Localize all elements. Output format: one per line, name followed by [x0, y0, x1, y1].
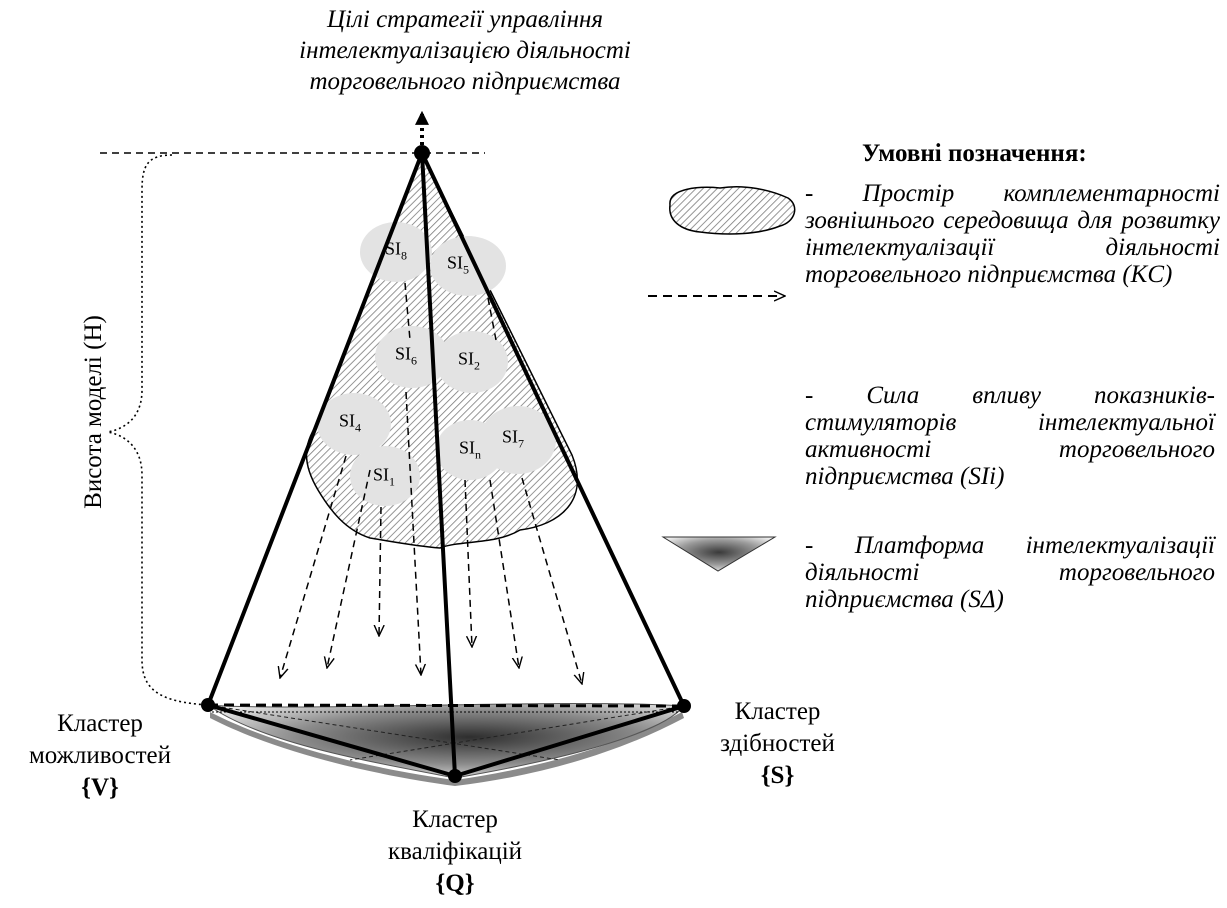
goal-line-1: Цілі стратегії управління — [326, 6, 603, 33]
vertex-s — [677, 699, 691, 713]
si-base: SI — [384, 238, 402, 259]
vertex-v — [201, 698, 215, 712]
si-ellipses — [317, 222, 556, 506]
si-base: SI — [338, 410, 356, 431]
influence-arrow — [280, 455, 347, 678]
si-sub: 4 — [355, 420, 362, 435]
si-sub: 6 — [411, 353, 418, 368]
si-5-label: SI5 — [447, 254, 469, 279]
si-8-label: SI8 — [385, 240, 407, 265]
si-5-ellipse — [430, 236, 506, 296]
si-base: SI — [458, 437, 476, 458]
si-n-label: SIn — [459, 439, 481, 464]
si-1-ellipse — [350, 446, 420, 506]
cluster-v-symbol: {V} — [81, 774, 119, 801]
si-4-label: SI4 — [339, 412, 361, 437]
platform-diagonal — [207, 704, 561, 761]
si-sub: 2 — [474, 358, 481, 373]
cluster-s-symbol: {S} — [760, 762, 795, 789]
legend-platform-icon — [661, 536, 777, 572]
legend-influence-text: - Сила впливу показників-стимуляторів ін… — [805, 382, 1215, 490]
si-2-ellipse — [436, 331, 508, 393]
platform-edge-shadow — [210, 712, 684, 786]
cluster-q-label: Кластер кваліфікацій {Q} — [355, 804, 555, 900]
influence-arrow — [464, 479, 472, 647]
cluster-s-line-2: здібностей — [720, 730, 835, 757]
cluster-q-line-1: Кластер — [412, 806, 498, 833]
goal-caption: Цілі стратегії управління інтелектуаліза… — [230, 4, 700, 97]
si-base: SI — [372, 464, 390, 485]
edge-q-s — [453, 704, 686, 778]
si-1-label: SI1 — [373, 466, 395, 491]
si-4-ellipse — [317, 393, 391, 455]
influence-arrow — [379, 506, 381, 636]
si-n-ellipse — [436, 420, 504, 480]
si-base: SI — [446, 252, 464, 273]
cluster-s-line-1: Кластер — [734, 698, 821, 725]
apex-vertex — [414, 145, 430, 161]
cluster-s-label: Кластер здібностей {S} — [690, 696, 865, 792]
legend-complementarity-text: - Простір комплементарності зовнішнього … — [805, 180, 1220, 288]
influence-arrow — [404, 282, 411, 341]
cluster-v-line-1: Кластер — [57, 710, 143, 737]
height-brace — [107, 154, 209, 706]
platform-diagonal — [349, 705, 685, 761]
legend-cloud-icon — [669, 185, 796, 235]
si-base: SI — [501, 426, 519, 447]
edge-apex-v — [206, 151, 424, 707]
edge-apex-q — [420, 151, 457, 778]
si-sub: 5 — [463, 262, 470, 277]
si-base: SI — [457, 348, 475, 369]
goal-line-3: торговельного підприємства — [309, 68, 621, 95]
si-sub: 7 — [518, 436, 525, 451]
vertex-q — [448, 769, 462, 783]
goal-line-2: інтелектуалізацією діяльності — [299, 37, 631, 64]
edge-apex-s — [420, 151, 686, 708]
legend-platform-text: - Платформа інтелектуалізації діяльності… — [805, 532, 1215, 613]
pyramid-edges — [206, 151, 686, 778]
influence-arrows — [280, 282, 582, 684]
legend-title: Умовні позначення: — [862, 140, 1087, 167]
si-6-label: SI6 — [395, 345, 417, 370]
cluster-v-label: Кластер можливостей {V} — [0, 708, 200, 804]
cluster-q-symbol: {Q} — [435, 870, 475, 897]
si-sub: 1 — [389, 474, 396, 489]
height-axis-label: Висота моделі (H) — [80, 315, 107, 509]
si-sub: n — [475, 447, 482, 462]
si-sub: 8 — [401, 248, 408, 263]
cluster-v-line-2: можливостей — [28, 742, 172, 769]
si-2-label: SI2 — [458, 350, 480, 375]
si-base: SI — [394, 343, 412, 364]
edge-v-q — [206, 703, 457, 778]
influence-arrow — [489, 479, 519, 668]
si-7-label: SI7 — [502, 428, 524, 453]
influence-arrow — [327, 469, 371, 668]
cluster-q-line-2: кваліфікацій — [387, 838, 523, 865]
